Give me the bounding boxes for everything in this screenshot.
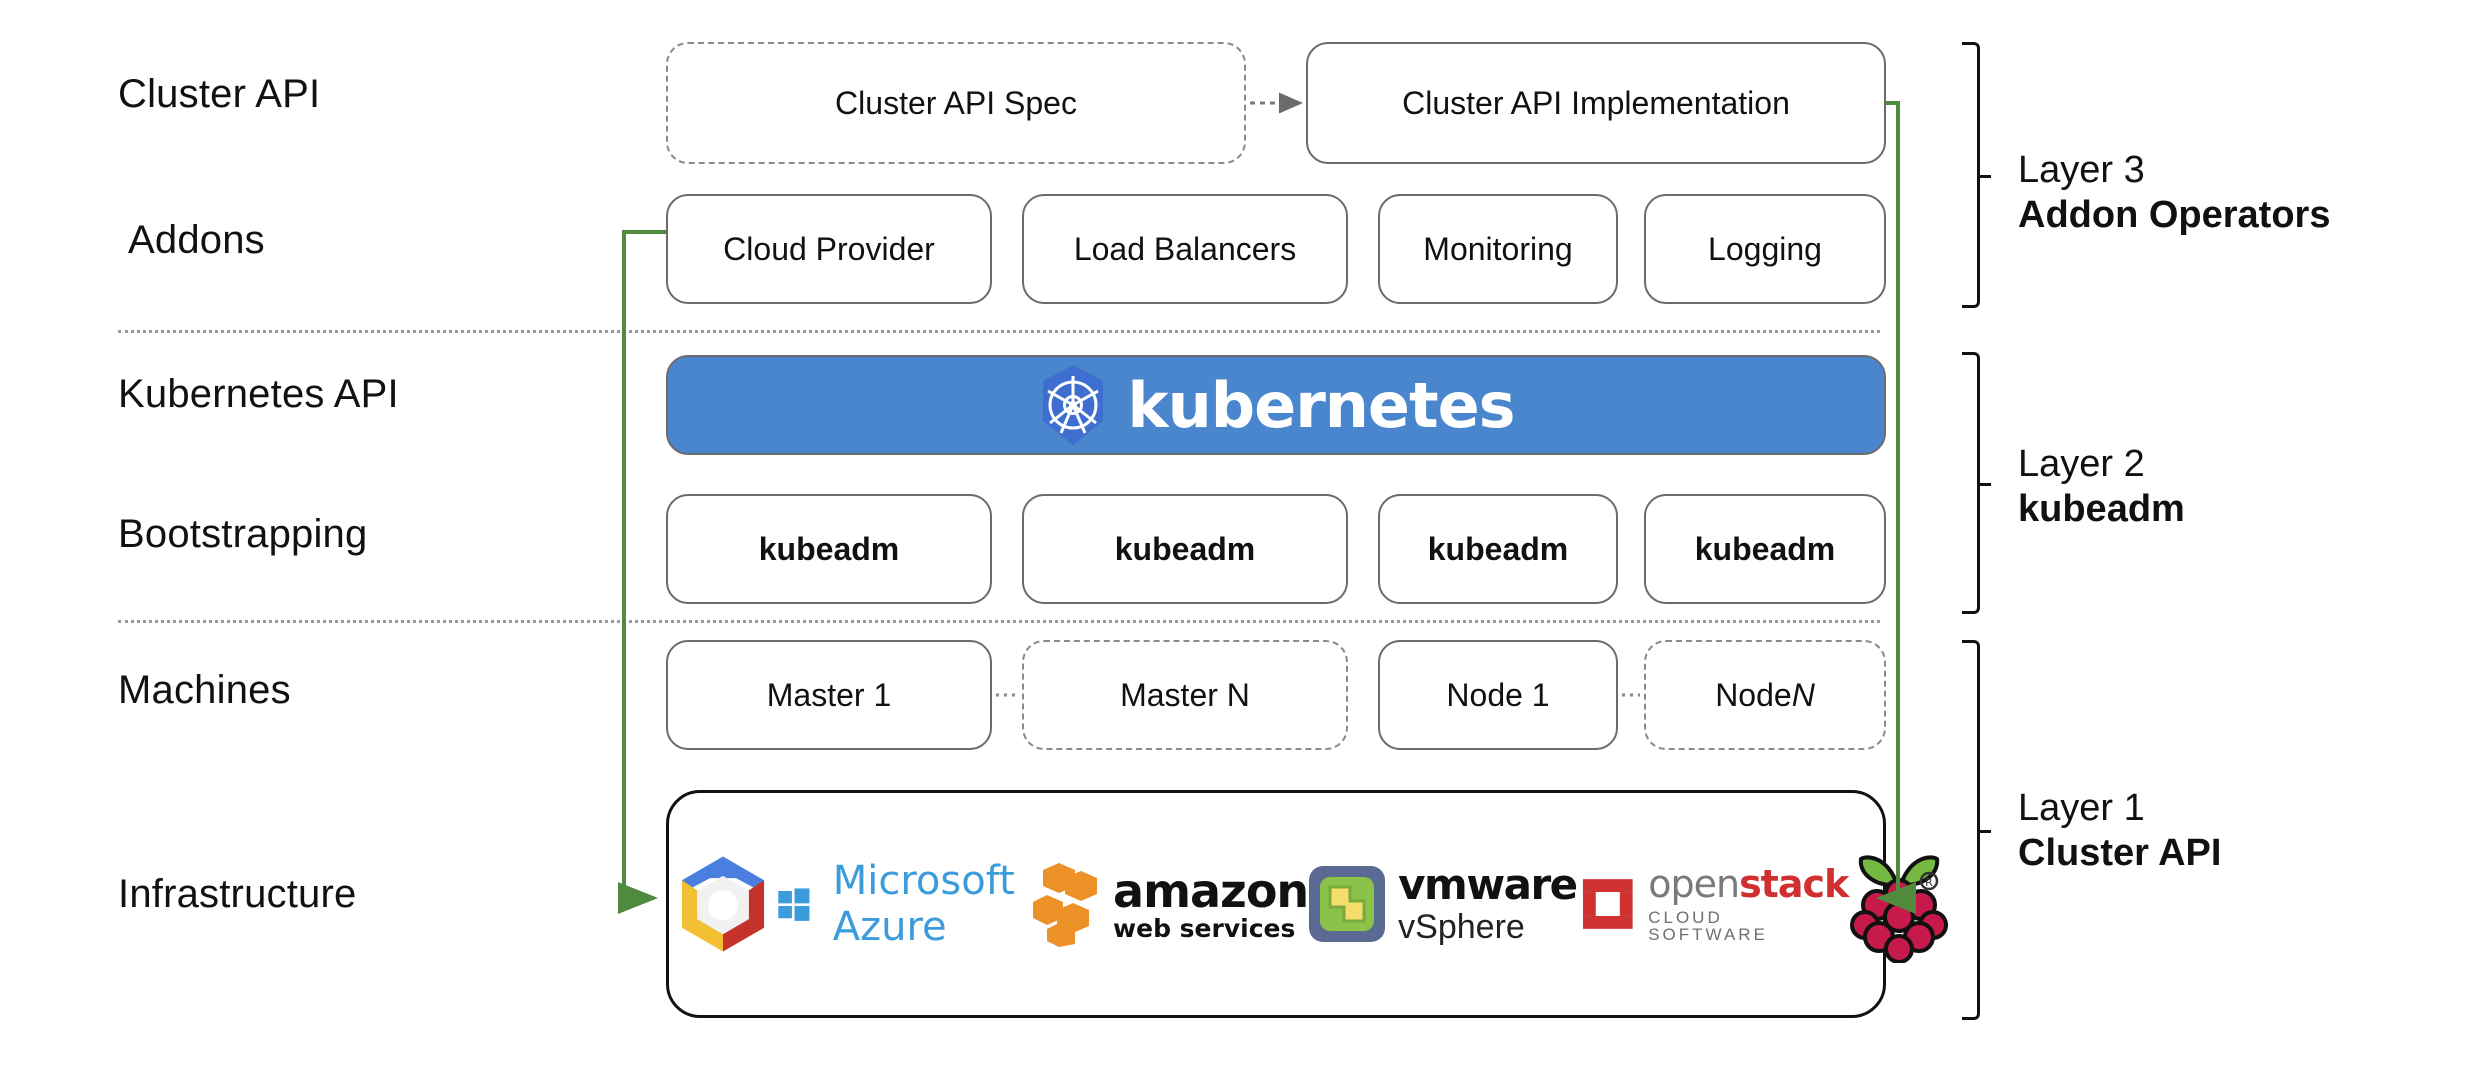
kubeadm-label-1: kubeadm	[758, 530, 900, 567]
cluster-api-spec-label: Cluster API Spec	[835, 84, 1077, 121]
separator-layer2-layer1	[118, 620, 1880, 623]
aws-wordmark-secondary: web services	[1113, 913, 1296, 943]
svg-text:R: R	[1925, 876, 1933, 889]
bracket-layer-3	[1962, 42, 1991, 308]
kubeadm-box-1[interactable]: kubeadm	[666, 494, 992, 604]
raspberry-pi-logo: R	[1849, 845, 1949, 963]
openstack-wordmark-secondary: CLOUD SOFTWARE	[1648, 908, 1768, 944]
addon-box-cloud-provider[interactable]: Cloud Provider	[666, 194, 992, 304]
machine-label-master-n: Master N	[1120, 676, 1250, 713]
openstack-wordmark-accent: stack	[1739, 862, 1849, 906]
infrastructure-box[interactable]: Microsoft Azure amazon web services	[666, 790, 1948, 1018]
row-label-addons: Addons	[128, 218, 265, 262]
microsoft-azure-wordmark: Microsoft Azure	[832, 858, 1015, 950]
layer-caption-1: Layer 1 Cluster API	[2018, 786, 2221, 876]
cluster-api-implementation-label: Cluster API Implementation	[1402, 84, 1790, 121]
kubeadm-label-4: kubeadm	[1694, 530, 1836, 567]
layer-caption-3: Layer 3 Addon Operators	[2018, 148, 2330, 238]
machine-box-master-1[interactable]: Master 1	[666, 640, 992, 750]
addon-box-load-balancers[interactable]: Load Balancers	[1022, 194, 1348, 304]
kubeadm-label-2: kubeadm	[1114, 530, 1256, 567]
machine-label-node-n-suffix: N	[1791, 676, 1815, 713]
addon-label-logging: Logging	[1708, 230, 1822, 267]
kubernetes-helm-icon	[1037, 363, 1109, 447]
machine-box-node-1[interactable]: Node 1	[1378, 640, 1618, 750]
machine-label-node-1: Node 1	[1446, 676, 1550, 713]
addon-label-cloud-provider: Cloud Provider	[723, 230, 935, 267]
machine-box-node-n[interactable]: Node N	[1644, 640, 1886, 750]
kubeadm-label-3: kubeadm	[1427, 530, 1569, 567]
row-label-bootstrapping: Bootstrapping	[118, 512, 368, 556]
row-label-infrastructure: Infrastructure	[118, 872, 357, 916]
cluster-api-implementation-box[interactable]: Cluster API Implementation	[1306, 42, 1886, 164]
vmware-wordmark-primary: vmware	[1398, 860, 1578, 909]
kubeadm-box-4[interactable]: kubeadm	[1644, 494, 1886, 604]
layer-2-line1: Layer 2	[2018, 443, 2145, 485]
amazon-web-services-logo: amazon web services	[1033, 861, 1309, 947]
openstack-wordmark-primary: open	[1648, 862, 1740, 906]
addon-box-monitoring[interactable]: Monitoring	[1378, 194, 1618, 304]
addon-box-logging[interactable]: Logging	[1644, 194, 1886, 304]
bracket-layer-1	[1962, 640, 1991, 1020]
separator-layer3-layer2	[118, 330, 1880, 333]
row-label-cluster-api: Cluster API	[118, 72, 321, 116]
machine-box-master-n[interactable]: Master N	[1022, 640, 1348, 750]
row-label-kubernetes-api: Kubernetes API	[118, 372, 399, 416]
addon-label-monitoring: Monitoring	[1423, 230, 1573, 267]
machine-label-master-1: Master 1	[766, 676, 892, 713]
google-cloud-platform-logo	[669, 850, 777, 958]
row-label-machines: Machines	[118, 668, 291, 712]
addon-label-load-balancers: Load Balancers	[1073, 230, 1297, 267]
bracket-layer-2	[1962, 352, 1991, 614]
kubernetes-wordmark: kubernetes	[1127, 368, 1515, 442]
layer-1-line1: Layer 1	[2018, 787, 2145, 829]
kubeadm-box-3[interactable]: kubeadm	[1378, 494, 1618, 604]
aws-wordmark-primary: amazon	[1113, 863, 1309, 918]
cluster-api-spec-box[interactable]: Cluster API Spec	[666, 42, 1246, 164]
layer-2-line2: kubeadm	[2018, 487, 2185, 530]
microsoft-azure-logo: Microsoft Azure	[777, 858, 1033, 950]
kubeadm-box-2[interactable]: kubeadm	[1022, 494, 1348, 604]
layer-1-line2: Cluster API	[2018, 831, 2222, 874]
machine-label-node-n: Node	[1715, 676, 1792, 713]
layer-3-line1: Layer 3	[2018, 149, 2145, 191]
kubernetes-banner[interactable]: kubernetes	[666, 355, 1886, 455]
openstack-logo: openstack CLOUD SOFTWARE	[1577, 865, 1849, 943]
vmware-wordmark-secondary: vSphere	[1398, 908, 1525, 946]
connector-implementation-to-infrastructure	[1886, 101, 1900, 898]
layer-caption-2: Layer 2 kubeadm	[2018, 442, 2185, 532]
vmware-vsphere-logo: vmware vSphere	[1308, 860, 1578, 946]
layer-3-line2: Addon Operators	[2018, 193, 2331, 236]
